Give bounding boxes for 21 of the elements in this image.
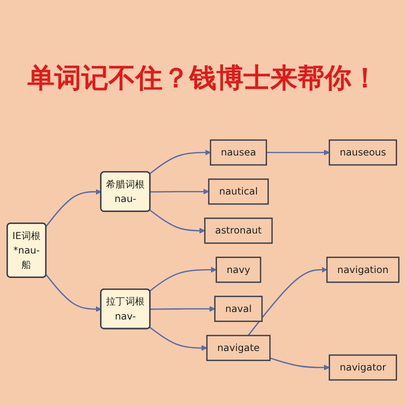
arrow [270,357,330,370]
node-box: astronaut [204,218,273,244]
node-box: naval [214,296,263,322]
node-box: navigate [206,334,271,362]
arrow [149,326,208,351]
node-box: nautical [208,178,269,205]
arrow [149,150,211,174]
arrow [149,266,217,292]
arrow [150,188,210,194]
arrow [46,274,102,312]
title: 单词记不住？钱博士来帮你！ [26,62,380,96]
node-box: nauseous [328,139,398,166]
arrow [266,150,330,156]
arrow [149,210,206,234]
node-box: navigation [326,256,400,283]
arrow [248,266,328,336]
node-box: navigator [328,354,398,381]
arrow [150,306,216,312]
node-box: navy [216,256,262,283]
arrow [46,189,102,227]
node-box: nausea [210,139,268,166]
